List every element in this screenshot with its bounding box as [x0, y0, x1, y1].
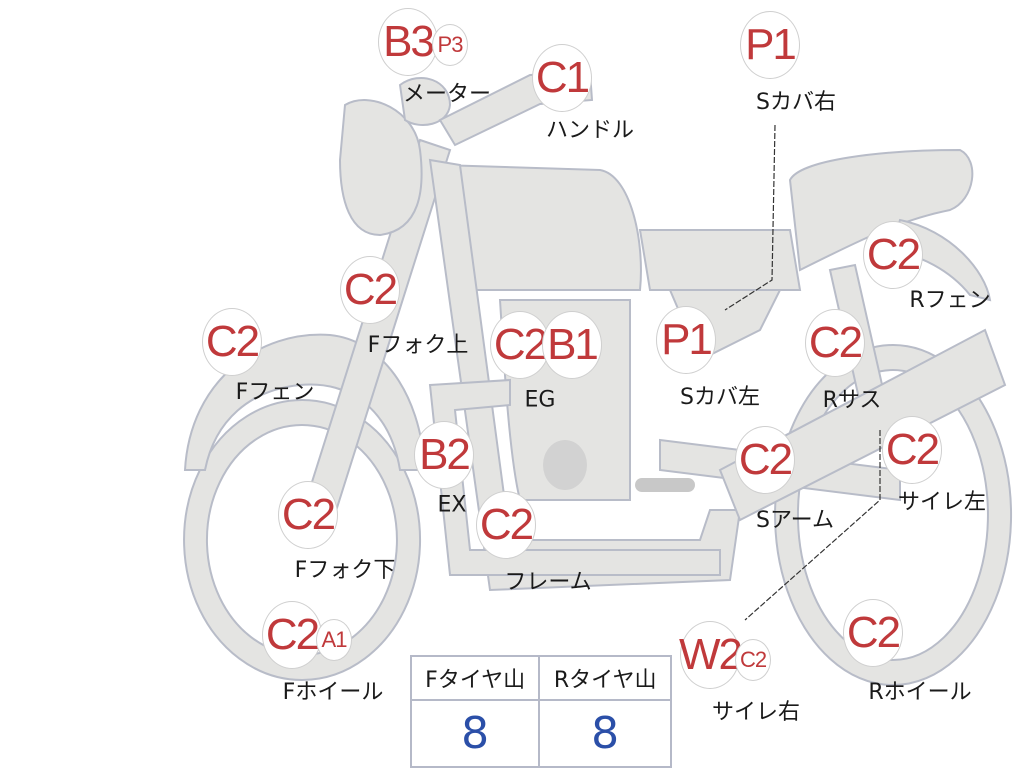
part-label-front-fork-lower: Fフォク下: [294, 558, 396, 583]
code-badge-exhaust: B2: [414, 421, 474, 489]
part-label-front-fork-upper: Fフォク上: [367, 333, 469, 358]
leader-line-side-cover-right: [724, 124, 776, 311]
front-tyre-value: 8: [409, 699, 541, 768]
code-badge-front-fork-lower: C2: [278, 481, 338, 549]
meter-shape: [398, 76, 452, 126]
part-label-frame: フレーム: [504, 570, 592, 595]
seat-shape: [638, 229, 802, 291]
part-label-exhaust: EX: [437, 492, 467, 518]
code-badge-front-wheel-a1: A1: [316, 619, 352, 661]
part-label-rear-wheel: Rホイール: [868, 680, 972, 705]
code-badge-swing-arm: C2: [735, 426, 795, 494]
part-label-rear-fender: Rフェン: [909, 288, 991, 313]
code-badge-engine-b1: B1: [542, 311, 602, 379]
part-label-silencer-left: サイレ左: [897, 490, 987, 515]
code-badge-front-fork-upper: C2: [340, 256, 400, 324]
part-label-engine: EG: [524, 387, 556, 413]
code-badge-silencer-right-w2: W2: [679, 621, 743, 689]
code-badge-meter-p3: P3: [432, 24, 468, 66]
headlight-shape: [338, 99, 423, 237]
code-badge-front-fender: C2: [202, 308, 262, 376]
frame-shape: [428, 158, 742, 592]
code-badge-meter-b3: B3: [378, 8, 438, 76]
part-label-handle: ハンドル: [545, 118, 635, 143]
code-badge-side-cover-right: P1: [740, 11, 800, 79]
code-badge-frame: C2: [476, 491, 536, 559]
rear-tyre-value: 8: [538, 699, 672, 768]
code-badge-front-wheel-c2: C2: [262, 601, 322, 669]
part-label-front-fender: Fフェン: [235, 380, 315, 405]
code-badge-silencer-left: C2: [882, 416, 942, 484]
code-badge-rear-suspension: C2: [805, 309, 865, 377]
part-label-swing-arm: Sアーム: [756, 508, 834, 533]
part-label-meter: メーター: [402, 82, 492, 107]
code-badge-rear-fender: C2: [863, 221, 923, 289]
tyre-tread-table: Fタイヤ山 Rタイヤ山 8 8: [409, 655, 672, 768]
part-label-side-cover-right: Sカバ右: [756, 90, 836, 115]
part-label-rear-suspension: Rサス: [822, 388, 882, 413]
rear-tyre-header: Rタイヤ山: [538, 655, 672, 701]
code-badge-handle: C1: [532, 44, 592, 112]
part-label-silencer-right: サイレ右: [711, 700, 801, 725]
exhaust-shape: [428, 378, 721, 576]
part-label-side-cover-left: Sカバ左: [680, 385, 760, 410]
code-badge-rear-wheel: C2: [843, 599, 903, 667]
engine-cover-shape: [543, 440, 587, 490]
front-tyre-header: Fタイヤ山: [409, 655, 541, 701]
code-badge-silencer-right-c2: C2: [735, 639, 771, 681]
part-label-front-wheel: Fホイール: [282, 680, 384, 705]
footpeg-shape: [635, 478, 695, 492]
leader-line-silencer: [744, 430, 881, 621]
code-badge-side-cover-left: P1: [656, 306, 716, 374]
code-badge-engine-c2: C2: [490, 311, 550, 379]
